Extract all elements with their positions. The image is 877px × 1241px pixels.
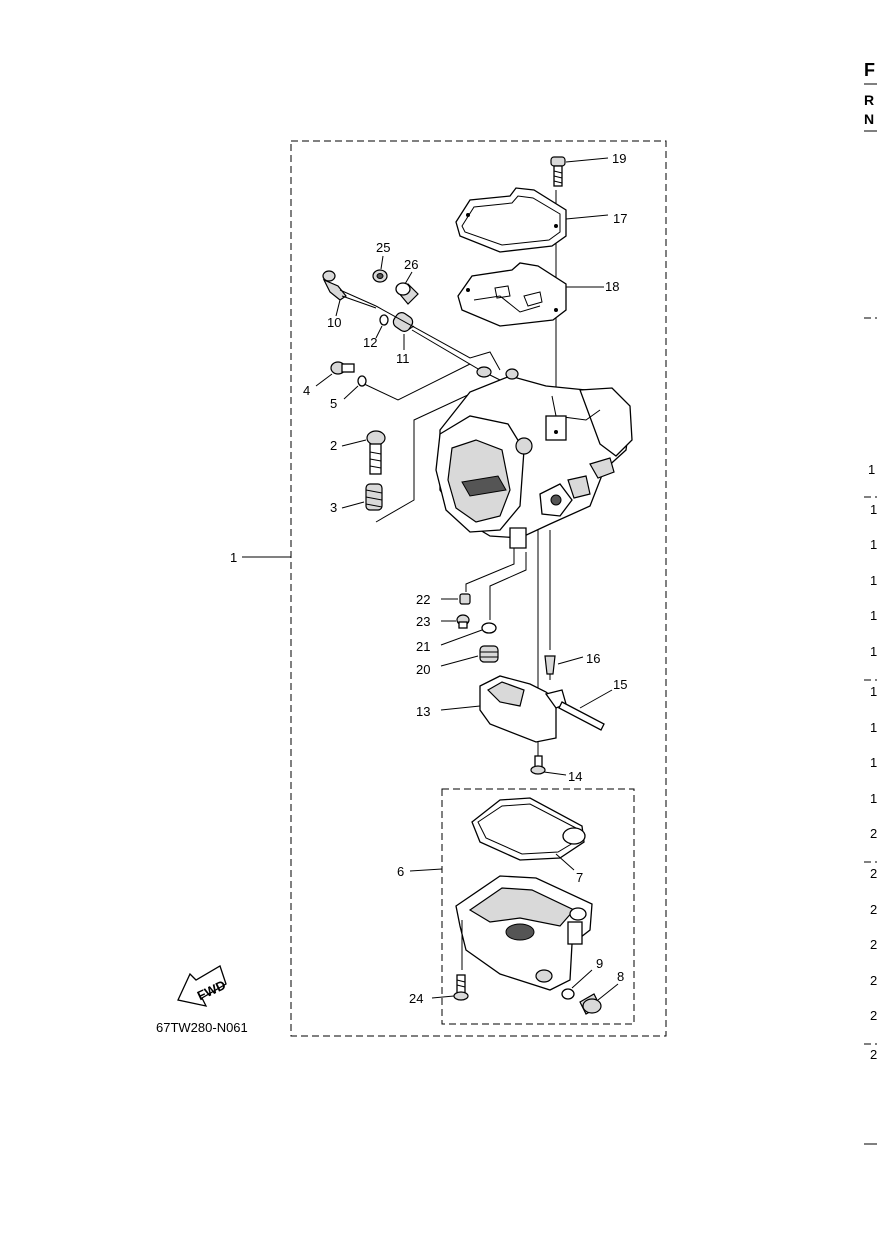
row-fragment: 1 — [870, 537, 877, 552]
part-14-screw — [530, 755, 546, 775]
callout-23: 23 — [416, 614, 430, 629]
assembly-boundary — [290, 140, 667, 1037]
reference-code: 67TW280-N061 — [156, 1020, 248, 1035]
row-fragment: 1 — [870, 608, 877, 623]
part-11-spring — [392, 312, 415, 332]
part-8-drain-screw — [579, 993, 602, 1015]
callout-24: 24 — [409, 991, 423, 1006]
row-fragment: 1 — [870, 684, 877, 699]
part-26-sleeve — [395, 282, 419, 305]
row-fragment: 1 — [870, 573, 877, 588]
part-25-cap — [372, 269, 388, 283]
carburetor-body — [435, 366, 633, 549]
callout-15: 15 — [613, 677, 627, 692]
callout-2: 2 — [330, 438, 337, 453]
part-2-throttle-stop-screw — [366, 430, 386, 475]
part-20-main-nozzle — [479, 645, 499, 663]
part-21-o-ring — [481, 622, 497, 634]
callout-18: 18 — [605, 279, 619, 294]
part-15-pin — [558, 701, 605, 731]
part-4-screw — [330, 361, 355, 375]
row-fragment: 1 — [868, 462, 875, 477]
part-13-float — [479, 675, 567, 743]
callout-16: 16 — [586, 651, 600, 666]
callout-26: 26 — [404, 257, 418, 272]
part-18-gasket — [457, 262, 567, 327]
row-fragment: 2 — [870, 826, 877, 841]
row-fragment: 1 — [870, 644, 877, 659]
callout-19: 19 — [612, 151, 626, 166]
callout-8: 8 — [617, 969, 624, 984]
callout-7: 7 — [576, 870, 583, 885]
callout-25: 25 — [376, 240, 390, 255]
callout-9: 9 — [596, 956, 603, 971]
part-5-washer — [357, 375, 367, 387]
part-3-spring — [365, 483, 383, 511]
row-fragment: 2 — [870, 973, 877, 988]
callout-4: 4 — [303, 383, 310, 398]
callout-5: 5 — [330, 396, 337, 411]
header-line-1: F — [864, 60, 875, 80]
row-fragment: 2 — [870, 902, 877, 917]
callout-labels: 1 2 3 4 5 6 7 8 9 10 11 12 13 14 15 16 1… — [230, 151, 627, 1006]
callout-20: 20 — [416, 662, 430, 677]
callout-14: 14 — [568, 769, 582, 784]
row-fragment: 2 — [870, 866, 877, 881]
callout-6: 6 — [397, 864, 404, 879]
callout-13: 13 — [416, 704, 430, 719]
callout-22: 22 — [416, 592, 430, 607]
part-19-screw — [550, 156, 566, 187]
part-22-jet — [459, 593, 471, 605]
row-fragment: 2 — [870, 1008, 877, 1023]
part-10-pilot-screw — [322, 270, 377, 309]
header-line-2: R — [864, 92, 874, 108]
callout-10: 10 — [327, 315, 341, 330]
row-fragment: 2 — [870, 1047, 877, 1062]
callout-21: 21 — [416, 639, 430, 654]
callout-11: 11 — [396, 351, 410, 366]
callout-1: 1 — [230, 550, 237, 565]
part-9-o-ring — [561, 988, 575, 1000]
callout-12: 12 — [363, 335, 377, 350]
fwd-arrow-icon: FWD — [177, 965, 228, 1007]
part-12-o-ring — [379, 314, 389, 326]
part-6-float-chamber — [455, 875, 593, 991]
part-23-jet — [456, 614, 470, 629]
part-7-gasket — [471, 797, 586, 861]
part-24-screw — [453, 974, 469, 1001]
row-fragment: 2 — [870, 937, 877, 952]
callout-3: 3 — [330, 500, 337, 515]
callout-17: 17 — [613, 211, 627, 226]
right-column: F R N 1 1 1 1 1 1 1 1 1 1 2 2 2 2 2 2 2 — [864, 60, 877, 1145]
float-chamber-boundary — [441, 788, 635, 1025]
header-line-3: N — [864, 111, 874, 127]
row-fragment: 1 — [870, 755, 877, 770]
part-17-cover — [455, 187, 567, 253]
row-fragment: 1 — [870, 720, 877, 735]
row-fragment: 1 — [870, 502, 877, 517]
part-16-needle-valve — [544, 655, 556, 680]
row-fragment: 1 — [870, 791, 877, 806]
